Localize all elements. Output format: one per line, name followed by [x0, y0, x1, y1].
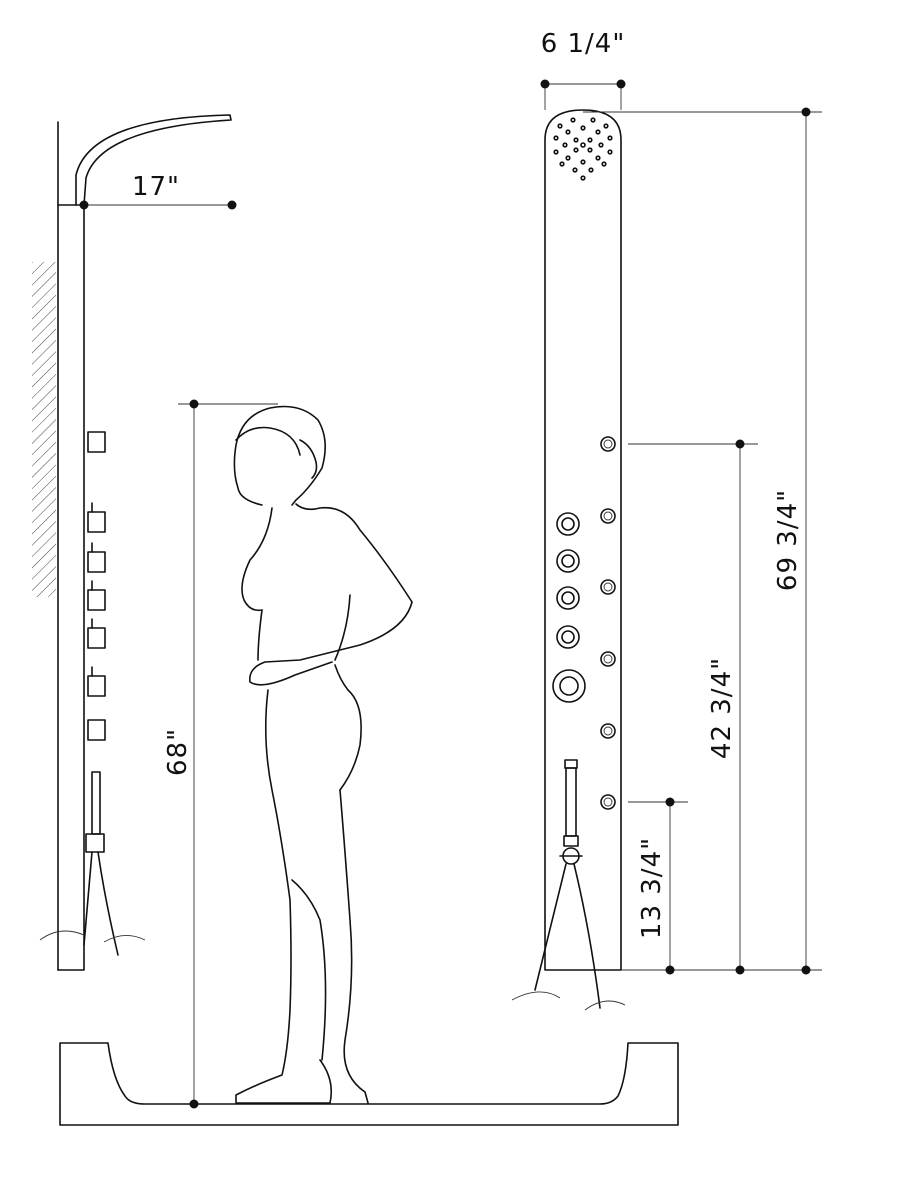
person-height-label: 68" [163, 728, 193, 776]
lower-jet-height-label: 13 3/4" [637, 837, 667, 939]
overall-height-label: 69 3/4" [773, 489, 803, 591]
side-knobs [87, 431, 106, 741]
arm-reach-label: 17" [132, 172, 180, 202]
side-panel-body [57, 204, 85, 971]
panel-width-label: 6 1/4" [541, 29, 626, 59]
front-hand-shower [511, 759, 626, 1011]
shower-tub [59, 1042, 679, 1126]
side-hand-shower [39, 771, 146, 956]
person-figure [233, 405, 413, 1104]
shower-arm [75, 114, 232, 206]
body-jets [600, 436, 616, 810]
person-height-dimension: 68" [163, 399, 278, 1109]
upper-jet-height-label: 42 3/4" [707, 657, 737, 759]
rain-head-nozzles [553, 117, 613, 181]
control-knobs [552, 512, 586, 703]
front-view: 6 1/4" 69 3/4" 42 3/4" 13 3/4" [511, 29, 822, 1011]
front-panel-body [544, 109, 622, 971]
wall-hatching [32, 262, 56, 597]
side-view: 17" [32, 114, 237, 971]
